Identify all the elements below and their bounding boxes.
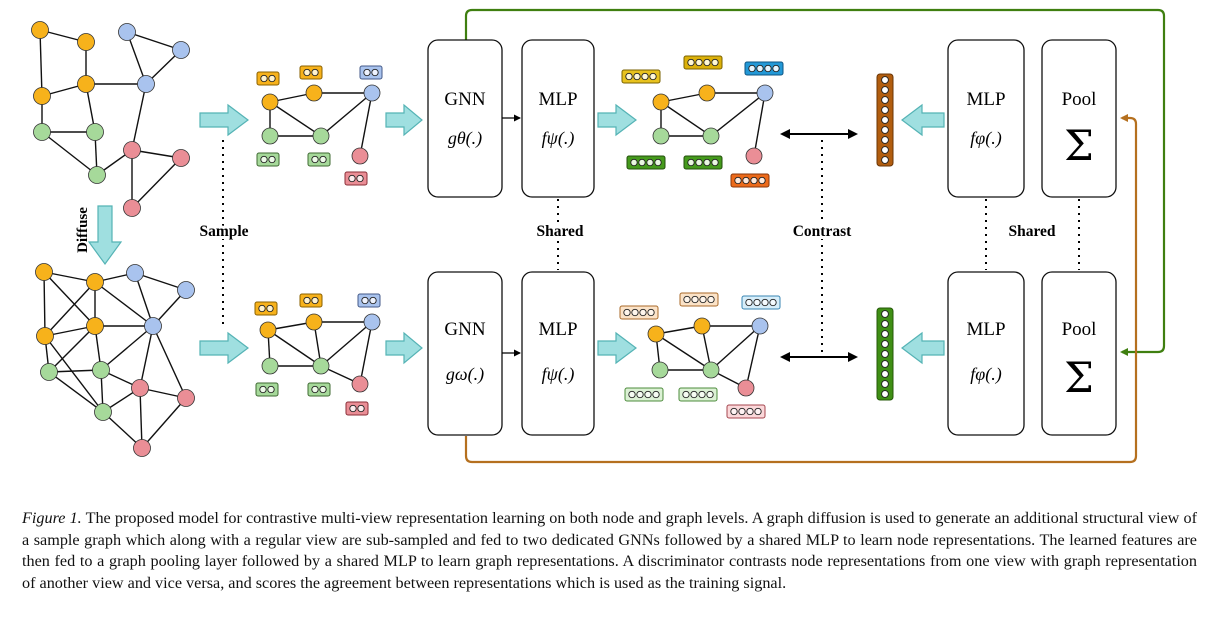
- to-graph-vector-arrow-top: [901, 103, 945, 137]
- graph-vector-cell: [881, 116, 889, 124]
- graph-vector-cell: [881, 136, 889, 144]
- to-gnn-arrow-top: [385, 103, 423, 137]
- feature-vector: [345, 401, 369, 416]
- graph-vector-cell: [881, 86, 889, 94]
- graph-vector-cell: [881, 330, 889, 338]
- figure-caption: Figure 1. The proposed model for contras…: [22, 508, 1197, 594]
- graph-vector-cell: [881, 106, 889, 114]
- mlp-graph-top-title: MLP: [966, 89, 1005, 110]
- feature-vector: [359, 65, 383, 80]
- mlp-out-arrow-top: [597, 103, 637, 137]
- gnn-top-box: GNN gθ(.): [427, 39, 503, 198]
- pool-top-title: Pool: [1062, 89, 1097, 110]
- feature-vector: [357, 293, 381, 308]
- figure-label: Figure 1.: [22, 509, 82, 527]
- feature-vector: [299, 65, 323, 80]
- gnn-bottom-fn: gω(.): [446, 364, 484, 385]
- to-graph-vector-arrow-bottom: [901, 331, 945, 365]
- node-embedding: [619, 305, 659, 320]
- node-embedding: [726, 404, 766, 419]
- original-graph-nodes: [31, 21, 190, 217]
- graph-vector-cell: [881, 146, 889, 154]
- graph-vector-cell: [881, 350, 889, 358]
- diffused-graph: [43, 271, 187, 449]
- pool-top-box: Pool Σ: [1041, 39, 1117, 198]
- sampled-subgraph-bottom: [254, 293, 381, 416]
- graph-vector-cell: [881, 390, 889, 398]
- mlp-graph-bottom-box: MLP fφ(.): [947, 271, 1025, 436]
- diffuse-arrow: [87, 205, 123, 266]
- sample-arrow-top: [199, 103, 249, 137]
- mlp-top-title: MLP: [538, 89, 577, 110]
- gnn-top-fn: gθ(.): [448, 128, 482, 149]
- mlp-top-fn: fψ(.): [542, 128, 575, 149]
- node-embeddings-bottom: [619, 292, 781, 419]
- contrast-label: Contrast: [793, 223, 852, 240]
- shared-left-label: Shared: [536, 223, 583, 240]
- mlp-bottom-box: MLP fψ(.): [521, 271, 595, 436]
- graph-vector-cell: [881, 320, 889, 328]
- mlp-out-arrow-bottom: [597, 331, 637, 365]
- node-embedding: [678, 387, 718, 402]
- node-embeddings-top: [621, 55, 784, 188]
- pool-bottom-title: Pool: [1062, 319, 1097, 340]
- feature-vector: [307, 382, 331, 397]
- feature-vector: [256, 71, 280, 86]
- sample-arrow-bottom: [199, 331, 249, 365]
- node-embedding: [683, 55, 723, 70]
- pool-top-sum-symbol: Σ: [1064, 121, 1094, 170]
- feature-vector: [254, 301, 278, 316]
- mlp-top-box: MLP fψ(.): [521, 39, 595, 198]
- mlp-graph-top-fn: fφ(.): [970, 128, 1001, 149]
- green-feedback-loop: [464, 8, 1166, 356]
- graph-vector-top: [876, 73, 894, 167]
- original-graph: [39, 29, 182, 209]
- brown-feedback-loop: [464, 114, 1138, 464]
- graph-vector-cell: [881, 310, 889, 318]
- graph-vector-cell: [881, 76, 889, 84]
- node-embedding: [730, 173, 770, 188]
- node-embedding: [683, 155, 723, 170]
- graph-vector-cell: [881, 96, 889, 104]
- gnn-bottom-title: GNN: [444, 319, 485, 340]
- node-embedding: [624, 387, 664, 402]
- to-gnn-arrow-bottom: [385, 331, 423, 365]
- gnn-bottom-box: GNN gω(.): [427, 271, 503, 436]
- sample-label: Sample: [199, 223, 248, 240]
- feature-vector: [299, 293, 323, 308]
- gnn-top-title: GNN: [444, 89, 485, 110]
- pool-bottom-box: Pool Σ: [1041, 271, 1117, 436]
- node-embedding: [621, 69, 661, 84]
- node-embedding: [679, 292, 719, 307]
- diffuse-label: Diffuse: [75, 207, 91, 253]
- mlp-bottom-fn: fψ(.): [542, 364, 575, 385]
- shared-right-label: Shared: [1008, 223, 1055, 240]
- mlp-graph-top-box: MLP fφ(.): [947, 39, 1025, 198]
- graph-vector-cell: [881, 156, 889, 164]
- graph-vector-cell: [881, 370, 889, 378]
- model-diagram: Diffuse Sample: [31, 8, 1166, 464]
- node-embedding: [741, 295, 781, 310]
- feature-vector: [344, 171, 368, 186]
- sampled-subgraph-top: [256, 65, 383, 186]
- graph-vector-cell: [881, 380, 889, 388]
- node-embedding: [626, 155, 666, 170]
- graph-vector-cell: [881, 360, 889, 368]
- diffused-graph-nodes: [35, 263, 195, 457]
- graph-vector-cell: [881, 340, 889, 348]
- mlp-bottom-title: MLP: [538, 319, 577, 340]
- node-embedding: [744, 61, 784, 76]
- pool-bottom-sum-symbol: Σ: [1064, 353, 1094, 402]
- feature-vector: [255, 382, 279, 397]
- caption-text: The proposed model for contrastive multi…: [22, 509, 1197, 592]
- graph-vector-cell: [881, 126, 889, 134]
- feature-vector: [307, 152, 331, 167]
- mlp-graph-bottom-title: MLP: [966, 319, 1005, 340]
- feature-vector: [256, 152, 280, 167]
- graph-vector-bottom: [876, 307, 894, 401]
- mlp-graph-bottom-fn: fφ(.): [970, 364, 1001, 385]
